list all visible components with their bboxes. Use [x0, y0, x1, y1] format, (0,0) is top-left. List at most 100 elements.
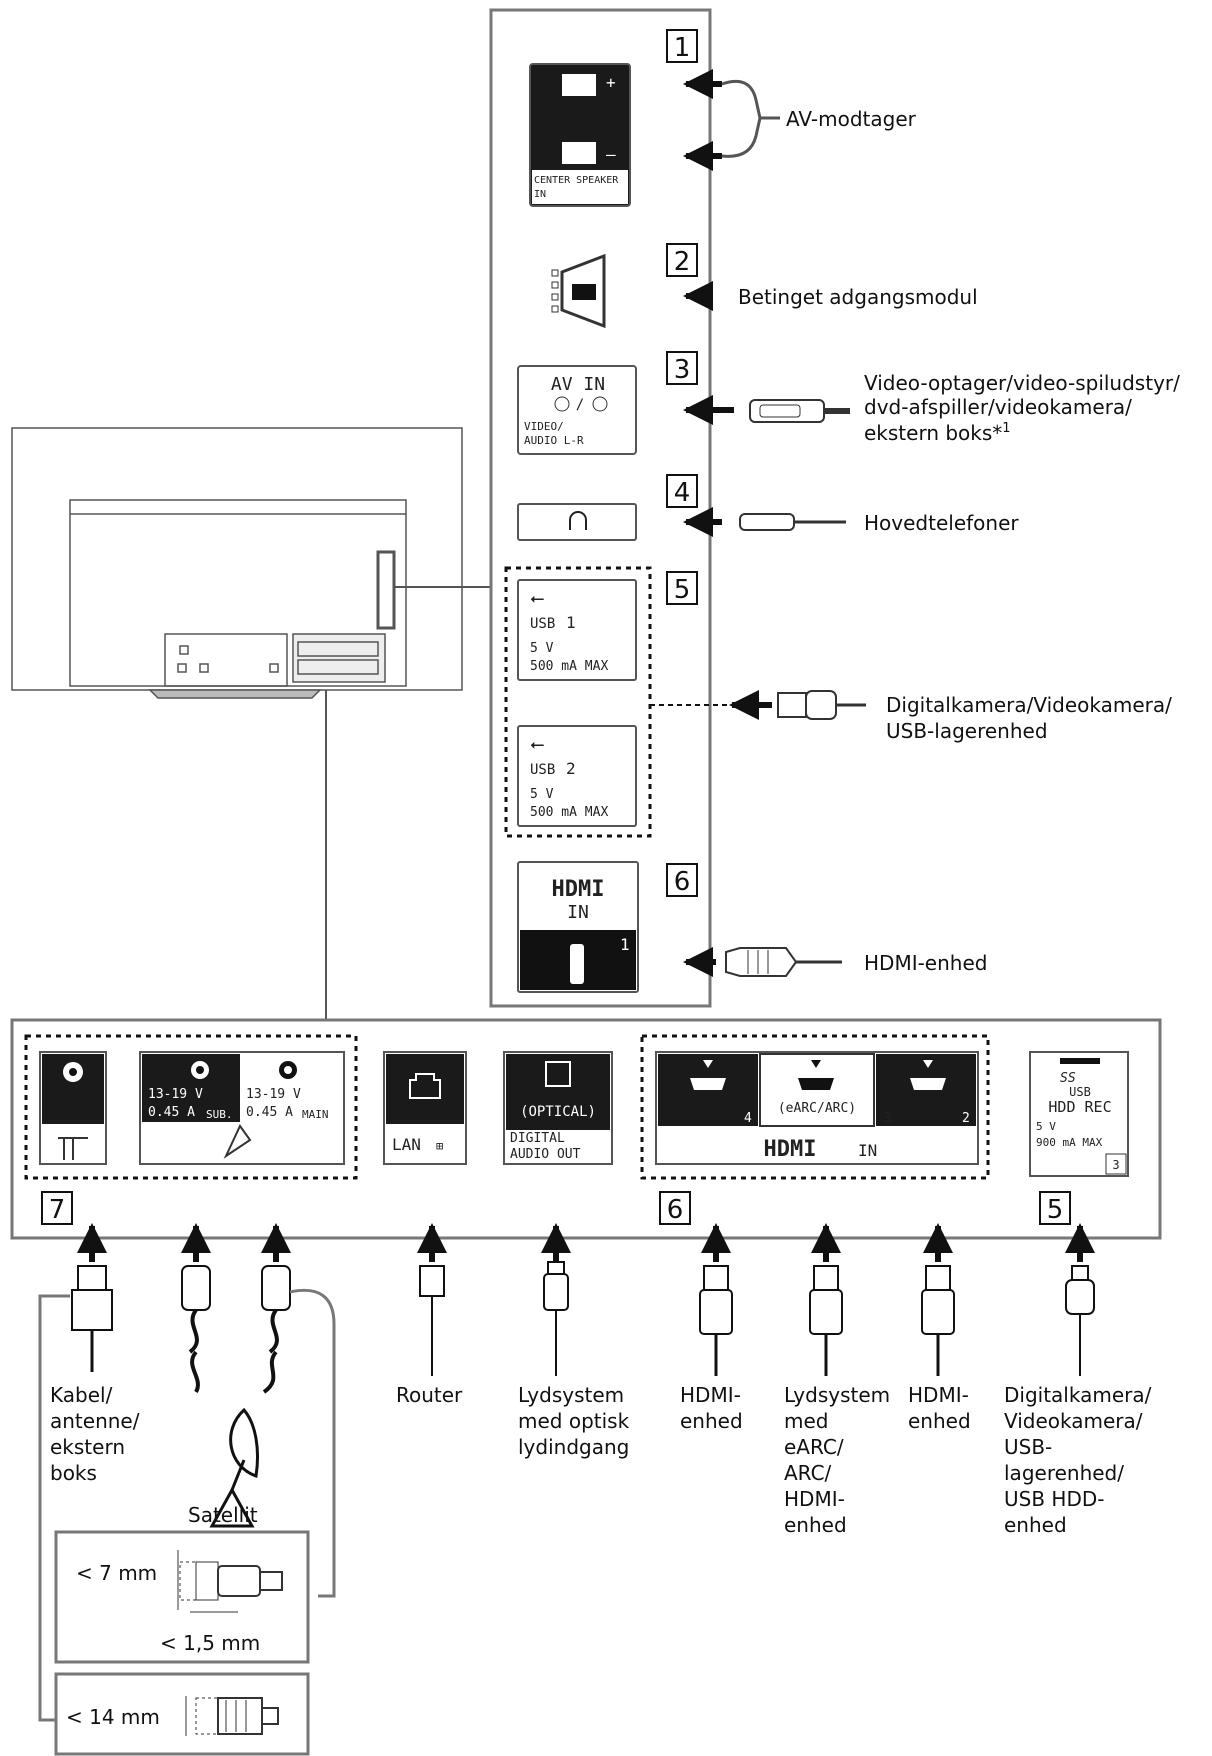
- dim-7mm: < 7 mm: [76, 1561, 157, 1585]
- optical-sys-label-1: Lydsystem: [518, 1383, 624, 1407]
- usb2-port[interactable]: ⭠ USB 2 5 V 500 mA MAX: [517, 725, 637, 827]
- dimension-box-14mm: < 14 mm: [54, 1672, 310, 1756]
- av-in-port[interactable]: AV IN / VIDEO/ AUDIO L-R: [517, 365, 637, 455]
- hdmi-in: IN: [567, 902, 589, 923]
- usb2-current: 500 mA MAX: [530, 805, 608, 820]
- av-in-line1: VIDEO/: [524, 420, 564, 433]
- usb3-port[interactable]: SS USB HDD REC 5 V 900 mA MAX 3: [1029, 1051, 1129, 1177]
- hdmi-plug: [725, 947, 842, 977]
- sat-main-amp: 0.45 A: [246, 1105, 293, 1120]
- marker-3-text: 3: [674, 355, 691, 385]
- center-speaker-label-in: IN: [534, 189, 546, 200]
- center-speaker-port[interactable]: + – CENTER SPEAKER IN: [529, 63, 631, 207]
- cam-slot[interactable]: [551, 253, 606, 329]
- dim-14mm: < 14 mm: [66, 1705, 160, 1729]
- satellite-label: Satellit: [188, 1503, 258, 1527]
- usb1-volt: 5 V: [530, 641, 554, 656]
- earc-sys-label-4: ARC/: [784, 1461, 832, 1485]
- optical-line2: AUDIO OUT: [510, 1147, 581, 1162]
- usb-icon: ⭠: [530, 588, 544, 609]
- earc-sys-label-2: med: [784, 1409, 828, 1433]
- antenna-plug: [71, 1265, 113, 1372]
- earc-sys-label-1: Lydsystem: [784, 1383, 890, 1407]
- marker-4: 4: [666, 474, 698, 508]
- hdmi2-num: 2: [962, 1111, 970, 1126]
- usb3-num: 3: [1112, 1158, 1119, 1172]
- marker-1: 1: [666, 29, 698, 63]
- dimension-box-7mm: < 7 mm < 1,5 mm: [54, 1530, 310, 1664]
- usb-dev-label-5: USB HDD-: [1004, 1487, 1104, 1511]
- usb3-volt: 5 V: [1036, 1120, 1056, 1133]
- marker-5-bottom: 5: [1039, 1191, 1071, 1225]
- satellite-ports[interactable]: 13-19 V 0.45 A SUB. 13-19 V 0.45 A MAIN: [139, 1051, 345, 1165]
- marker-5: 5: [666, 571, 698, 605]
- svg-text:/: /: [576, 397, 584, 413]
- minus-sign: –: [606, 145, 616, 164]
- usb-dev-label-2: Videokamera/: [1004, 1409, 1143, 1433]
- side-panel: 1 2 3 4 5 6 + – CENTER SPEAKER IN: [489, 8, 1180, 1008]
- sat-sub-amp: 0.45 A: [148, 1105, 195, 1120]
- hdmi-ports[interactable]: 4 3 2 (eARC/ARC) HDMI IN: [655, 1051, 979, 1165]
- satellite-icon: [223, 1124, 252, 1159]
- hdmi-in-bottom: IN: [858, 1141, 877, 1160]
- headphone-jack[interactable]: [517, 503, 637, 541]
- video-label-3: ekstern boks*1: [864, 421, 1011, 445]
- video-label-1: Video-optager/video-spiludstyr/: [864, 371, 1180, 395]
- marker-3: 3: [666, 351, 698, 385]
- cable-label-1: Kabel/: [50, 1383, 113, 1407]
- bottom-cables: [38, 1223, 1095, 1722]
- usb-dev-label-1: Digitalkamera/: [1004, 1383, 1152, 1407]
- optical-line1: DIGITAL: [510, 1131, 565, 1146]
- hdmi4-label-2: enhed: [680, 1409, 743, 1433]
- optical-port[interactable]: (OPTICAL) DIGITAL AUDIO OUT: [503, 1051, 613, 1165]
- antenna-group: [24, 1034, 358, 1180]
- lan-label: LAN: [392, 1135, 421, 1154]
- video-label-3-text: ekstern boks*: [864, 421, 1002, 445]
- hdmi-plug-2: [921, 1265, 955, 1376]
- av-in-line2: AUDIO L-R: [524, 434, 584, 447]
- satellite-plug-main: [261, 1265, 291, 1394]
- hdmi1-port[interactable]: HDMI IN 1: [517, 861, 639, 993]
- marker-5-text: 5: [674, 575, 691, 605]
- cable-label-4: boks: [50, 1461, 97, 1485]
- usb-dev-label-6: enhed: [1004, 1513, 1067, 1537]
- tv-rear-illustration: [11, 427, 463, 699]
- optical-tag: (OPTICAL): [520, 1104, 596, 1120]
- usb3-line1: USB: [1069, 1085, 1091, 1099]
- usb1-port[interactable]: ⭠ USB 1 5 V 500 mA MAX: [517, 579, 637, 681]
- sat-main-tag: MAIN: [302, 1108, 329, 1121]
- marker-1-text: 1: [674, 33, 691, 63]
- headphones-label: Hovedtelefoner: [864, 511, 1019, 535]
- hdmi-plug-4: [699, 1265, 733, 1376]
- usb-device-label-2: USB-lagerenhed: [886, 719, 1048, 743]
- usb1-current: 500 mA MAX: [530, 659, 608, 674]
- optical-plug: [543, 1261, 569, 1376]
- dim-1-5mm: < 1,5 mm: [160, 1631, 260, 1655]
- hdmi-port-group: [640, 1034, 990, 1180]
- antenna-port[interactable]: [39, 1051, 107, 1165]
- sat-sub-volt: 13-19 V: [148, 1087, 203, 1102]
- video-label-2: dvd-afspiller/videokamera/: [864, 395, 1132, 419]
- marker-6-text: 6: [674, 867, 691, 897]
- usb-port-group: [504, 566, 652, 838]
- cam-label: Betinget adgangsmodul: [738, 285, 978, 309]
- sat-main-volt: 13-19 V: [246, 1087, 301, 1102]
- center-speaker-label: CENTER SPEAKER: [534, 175, 619, 186]
- bottom-panel: 7 6 5 13-19 V 0.45 A SUB. 13-19 V 0.45 A…: [10, 1018, 1162, 1240]
- earc-sys-label-6: enhed: [784, 1513, 847, 1537]
- hdmi1-num: 1: [620, 935, 630, 954]
- usb3-line2: HDD REC: [1048, 1098, 1111, 1116]
- av-receiver-label: AV-modtager: [786, 107, 917, 131]
- optical-sys-label-3: lydindgang: [518, 1435, 629, 1459]
- hdmi2-label-2: enhed: [908, 1409, 971, 1433]
- plus-sign: +: [606, 73, 616, 92]
- headphone-plug: [739, 513, 846, 531]
- superspeed-icon: SS: [1060, 1071, 1076, 1086]
- router-label: Router: [396, 1383, 463, 1407]
- usb2-name: USB: [530, 762, 555, 778]
- earc-sys-label-3: eARC/: [784, 1435, 844, 1459]
- lan-port[interactable]: LAN ⊞: [383, 1051, 467, 1165]
- satellite-dish-icon: [209, 1407, 259, 1528]
- usb1-name: USB: [530, 616, 555, 632]
- usb-plug: [777, 690, 866, 720]
